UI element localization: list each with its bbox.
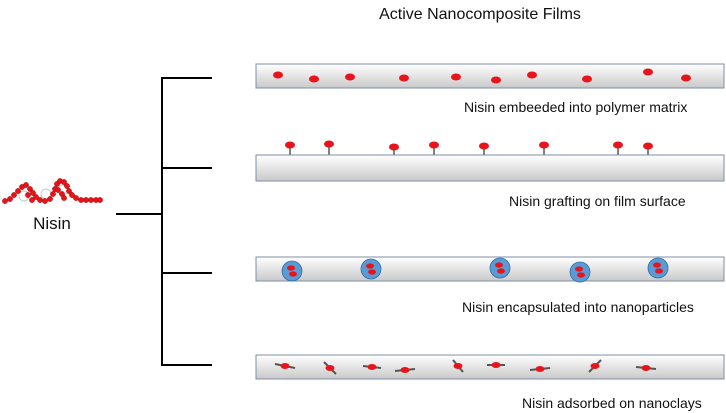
film-encapsulated: Nisin encapsulated into nanoparticles	[255, 256, 725, 315]
nisin-molecule-icon	[2, 178, 103, 204]
encapsulated-nisin-a-2	[495, 262, 503, 268]
nisin-bead-23	[88, 197, 94, 203]
nisin-bead-7	[30, 190, 36, 196]
encapsulated-nisin-b-1	[368, 269, 376, 275]
nisin-bead-10	[42, 198, 48, 204]
nisin-bead-19	[69, 192, 75, 198]
nanoparticle-0	[281, 260, 303, 282]
film-grafting: Nisin grafting on film surface	[255, 140, 725, 209]
grafted-nisin-5	[539, 141, 549, 149]
adsorbed-nisin-2	[367, 364, 377, 370]
encapsulated-nisin-a-1	[366, 263, 374, 269]
adsorbed-nisin-3	[400, 367, 410, 373]
embedded-nisin-9	[681, 74, 691, 82]
film-encapsulated-caption: Nisin encapsulated into nanoparticles	[462, 299, 694, 315]
embedded-nisin-4	[451, 73, 461, 81]
nisin-bead-17	[64, 183, 70, 189]
embedded-nisin-8	[643, 68, 653, 76]
nisin-bead-20	[73, 195, 79, 201]
nisin-bead-0	[2, 198, 8, 204]
nisin-bead-2	[11, 192, 17, 198]
embedded-nisin-2	[345, 73, 355, 81]
adsorbed-nisin-5	[491, 362, 501, 368]
grafted-nisin-4	[479, 142, 489, 150]
adsorbed-nisin-4	[453, 363, 463, 369]
encapsulated-nisin-a-0	[287, 265, 295, 271]
nisin-bead-9	[37, 197, 43, 203]
nisin-bead-18	[66, 188, 72, 194]
encapsulated-nisin-b-4	[655, 268, 663, 274]
film-embedded-nisin-group	[273, 68, 691, 84]
diagram-title: Active Nanocomposite Films	[379, 6, 581, 23]
nisin-source-label: Nisin	[33, 214, 71, 233]
grafted-nisin-1	[324, 140, 334, 148]
film-encapsulated-nanoparticle-group	[281, 257, 669, 283]
grafted-nisin-7	[643, 142, 653, 150]
encapsulated-nisin-a-3	[575, 266, 583, 272]
film-grafting-strip	[255, 154, 725, 182]
grafted-nisin-6	[613, 141, 623, 149]
film-nanoclay-caption: Nisin adsorbed on nanoclays	[522, 395, 702, 411]
nisin-bead-8	[33, 194, 39, 200]
nanoparticle-3	[569, 261, 591, 283]
grafted-nisin-3	[429, 141, 439, 149]
nanoparticle-1	[360, 258, 382, 280]
film-grafting-nisin-group	[285, 140, 653, 155]
nanoparticle-4	[647, 257, 669, 279]
nisin-bead-21	[78, 197, 84, 203]
nisin-bead-28	[61, 195, 67, 201]
embedded-nisin-3	[399, 74, 409, 82]
adsorbed-nisin-6	[535, 366, 545, 372]
grafted-nisin-0	[285, 141, 295, 149]
film-embedded-caption: Nisin embeeded into polymer matrix	[464, 99, 687, 115]
nisin-bead-22	[83, 197, 89, 203]
encapsulated-nisin-b-2	[497, 268, 505, 274]
embedded-nisin-1	[309, 75, 319, 83]
nisin-bead-30	[29, 197, 35, 203]
encapsulated-nisin-b-0	[289, 271, 297, 277]
adsorbed-nisin-8	[641, 365, 651, 371]
adsorbed-nisin-7	[590, 363, 600, 369]
encapsulated-nisin-b-3	[577, 272, 585, 278]
film-nanoclay-group	[274, 359, 657, 375]
nisin-bead-26	[55, 187, 61, 193]
adsorbed-nisin-1	[325, 365, 335, 371]
grafted-nisin-2	[389, 143, 399, 151]
film-grafting-caption: Nisin grafting on film surface	[509, 193, 686, 209]
nisin-bead-29	[25, 192, 31, 198]
nisin-bead-6	[27, 186, 33, 192]
embedded-nisin-7	[582, 75, 592, 83]
film-embedded: Nisin embeeded into polymer matrix	[255, 63, 725, 115]
encapsulated-nisin-a-4	[653, 262, 661, 268]
film-nanoclay: Nisin adsorbed on nanoclays	[255, 354, 725, 411]
embedded-nisin-6	[527, 71, 537, 79]
nisin-bead-1	[7, 196, 13, 202]
nisin-bead-5	[23, 182, 29, 188]
adsorbed-nisin-0	[280, 363, 290, 369]
nanoparticle-2	[489, 257, 511, 279]
film-embedded-strip	[255, 63, 725, 89]
embedded-nisin-0	[273, 71, 283, 79]
embedded-nisin-5	[491, 76, 501, 84]
nisin-bead-12	[50, 191, 56, 197]
nisin-bead-11	[47, 196, 53, 202]
bracket-connector	[116, 77, 212, 366]
nisin-bead-3	[15, 188, 21, 194]
nisin-bead-16	[61, 179, 67, 185]
nisin-bead-25	[97, 197, 103, 203]
